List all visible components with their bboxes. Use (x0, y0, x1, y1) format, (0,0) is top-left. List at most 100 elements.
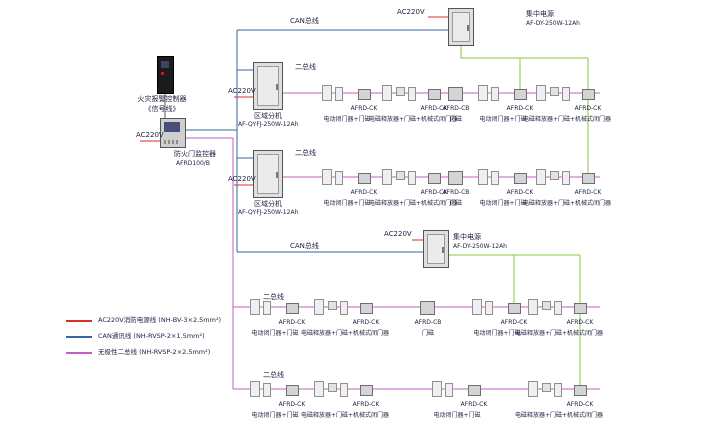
afrd-module-label: AFRD-CK (460, 401, 488, 408)
ac220v-label-monitor: AC220V (136, 131, 164, 139)
afrd-module-label: AFRD-CK (278, 319, 306, 326)
device-group-label: 电动闭门器+门磁 (433, 412, 481, 419)
afrd-module-icon (420, 301, 435, 315)
door-leaf-icon (536, 169, 546, 185)
legend-label-can-line: CAN通讯线 (NH-RVSP-2×1.5mm²) (98, 332, 205, 340)
zone-unit-2-model-label: AF-QYFJ-250W-12Ah (238, 209, 299, 216)
door-leaf-icon (322, 169, 332, 185)
door-leaf-icon (528, 299, 538, 315)
afrd-module-icon (358, 89, 371, 100)
afrd-module-label: AFRD-CK (574, 105, 602, 112)
device-group-label: 电动闭门器+门磁 (251, 412, 299, 419)
afrd-module-icon (514, 173, 527, 184)
device-group-label: 门磁 (449, 116, 462, 123)
device-group-label: 电磁释放器+门磁+机械式闭门器 (522, 116, 612, 123)
afrd-module-icon (360, 303, 373, 314)
afrd-module-icon (574, 385, 587, 396)
release-device-icon (542, 301, 551, 310)
device-group-label: 电磁释放器+门磁+机械式闭门器 (514, 412, 604, 419)
door-leaf-icon (554, 383, 562, 397)
door-leaf-icon (562, 171, 570, 185)
cabinet-handle (467, 25, 469, 32)
afrd-module-icon (286, 303, 299, 314)
afrd-module-label: AFRD-CK (506, 189, 534, 196)
door-leaf-icon (314, 299, 324, 315)
monitor-screen (164, 122, 180, 132)
release-device-icon (328, 383, 337, 392)
door-leaf-icon (408, 171, 416, 185)
afrd-module-label: AFRD-CK (420, 189, 448, 196)
door-leaf-icon (432, 381, 442, 397)
afrd-module-icon (286, 385, 299, 396)
fire-alarm-controller-label: 火灾报警控制器 (137, 95, 187, 103)
device-group-label: 电磁释放器+门磁+机械式闭门器 (368, 116, 458, 123)
monitor-name-label: 防火门监控器 (174, 150, 216, 158)
door-leaf-icon (562, 87, 570, 101)
afrd-module-label: AFRD-CK (278, 401, 306, 408)
release-device-icon (550, 87, 559, 96)
legend-label-power-line: AC220V消防电源线 (NH-BV-3×2.5mm²) (98, 316, 222, 324)
central-power-1-name-label: 集中电源 (526, 10, 554, 18)
device-group-label: 电动闭门器+门磁 (473, 330, 521, 337)
cabinet-panel (427, 234, 445, 264)
afrd-module-label: AFRD-CK (420, 105, 448, 112)
afrd-module-label: AFRD-CK (574, 189, 602, 196)
central-power-1-icon (448, 8, 474, 46)
cabinet-panel (257, 66, 279, 106)
door-leaf-icon (478, 169, 488, 185)
zone-unit-1-model-label: AF-QYFJ-250W-12Ah (238, 121, 299, 128)
door-leaf-icon (322, 85, 332, 101)
door-leaf-icon (250, 299, 260, 315)
legend-swatch-blue (66, 336, 92, 338)
ac220v-label-zone-2: AC220V (228, 175, 256, 183)
zone-unit-1-name-label: 区域分机 (254, 112, 282, 120)
central-power-2-model-label: AF-DY-250W-12Ah (453, 243, 507, 250)
door-leaf-icon (485, 301, 493, 315)
afrd-module-icon (448, 171, 463, 185)
zone-unit-2-name-label: 区域分机 (254, 200, 282, 208)
central-power-1-model-label: AF-DY-250W-12Ah (526, 20, 580, 27)
door-leaf-icon (382, 169, 392, 185)
afrd-module-icon (574, 303, 587, 314)
afrd-module-icon (358, 173, 371, 184)
device-group-label: 电磁释放器+门磁+机械式闭门器 (522, 200, 612, 207)
door-leaf-icon (491, 171, 499, 185)
door-leaf-icon (478, 85, 488, 101)
device-group-label: 电动闭门器+门磁 (323, 200, 371, 207)
device-group-label: 电磁释放器+门磁+机械式闭门器 (300, 330, 390, 337)
release-device-icon (542, 383, 551, 392)
cabinet-panel (452, 12, 470, 42)
central-power-2-icon (423, 230, 449, 268)
device-group-label: 门磁 (421, 330, 434, 337)
cabinet-panel (257, 154, 279, 194)
zone-unit-1-icon (253, 62, 283, 110)
ac220v-label-zone-1: AC220V (228, 87, 256, 95)
two-bus-label-row-4: 二总线 (263, 371, 284, 379)
door-leaf-icon (472, 299, 482, 315)
can-bus-label-top: CAN总线 (290, 17, 319, 25)
ac220v-label-power-1: AC220V (397, 8, 425, 16)
two-bus-label-row-1: 二总线 (295, 63, 316, 71)
afrd-module-label: AFRD-CB (442, 189, 470, 196)
device-group-label: 电动闭门器+门磁 (479, 200, 527, 207)
can-bus-label-bottom: CAN总线 (290, 242, 319, 250)
cabinet-handle (442, 247, 444, 254)
door-leaf-icon (335, 87, 343, 101)
afrd-module-icon (582, 173, 595, 184)
afrd-module-label: AFRD-CK (350, 105, 378, 112)
afrd-module-label: AFRD-CK (352, 319, 380, 326)
controller-display (161, 61, 169, 68)
two-bus-label-row-3: 二总线 (263, 293, 284, 301)
release-device-icon (396, 171, 405, 180)
monitor-model-label: AFRD100/B (176, 160, 210, 167)
afrd-module-icon (582, 89, 595, 100)
release-device-icon (328, 301, 337, 310)
cabinet-handle (276, 171, 278, 178)
fire-door-monitor-icon (160, 118, 186, 148)
device-group-label: 电磁释放器+门磁+机械式闭门器 (514, 330, 604, 337)
controller-led (161, 72, 164, 75)
door-leaf-icon (382, 85, 392, 101)
door-leaf-icon (335, 171, 343, 185)
door-leaf-icon (340, 383, 348, 397)
